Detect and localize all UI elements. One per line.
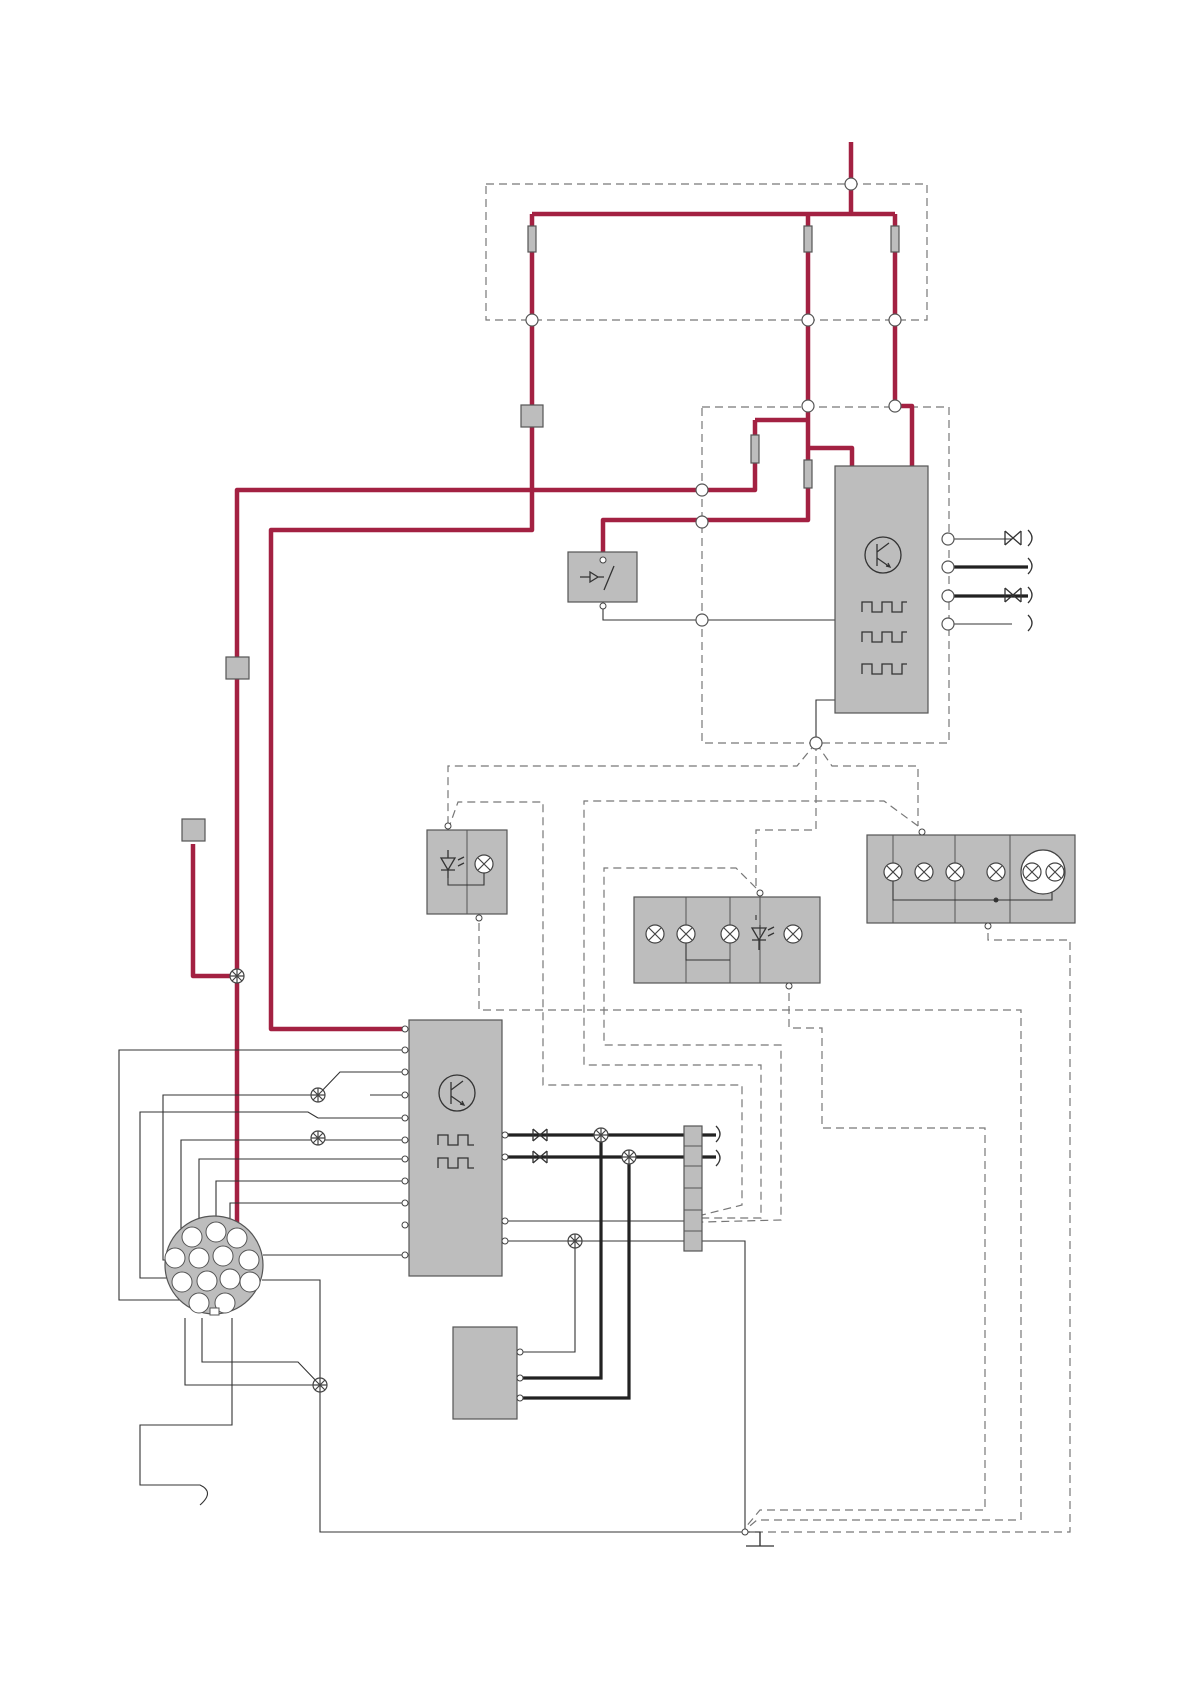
pin-node (502, 1218, 508, 1224)
pin-node (402, 1200, 408, 1206)
fan-icon (1005, 530, 1032, 631)
output-node (942, 590, 954, 602)
pin-node (402, 1115, 408, 1121)
socket-pin-icon (172, 1272, 192, 1292)
socket-pin-icon (220, 1269, 240, 1289)
pin-node (919, 829, 925, 835)
lamp-icon (987, 863, 1005, 881)
pin-node (600, 603, 606, 609)
brake-switch (568, 552, 637, 609)
junction-node (845, 178, 857, 190)
socket-pin-icon (189, 1248, 209, 1268)
relay-module (696, 400, 1032, 749)
socket-pin-icon (197, 1271, 217, 1291)
pin-node (517, 1395, 523, 1401)
lamp-icon (915, 863, 933, 881)
fuse-box-border (486, 184, 927, 320)
pin-node (517, 1349, 523, 1355)
lamp-icon (721, 925, 739, 943)
relay-fuse-icon (804, 460, 812, 488)
pin-node (402, 1222, 408, 1228)
pin-node (786, 983, 792, 989)
socket-pin-icon (240, 1272, 260, 1292)
junction-node (696, 614, 708, 626)
pin-node (476, 915, 482, 921)
lamp-icon (1023, 863, 1041, 881)
pin-node (402, 1178, 408, 1184)
connector-icon (182, 819, 205, 841)
pin-node (402, 1156, 408, 1162)
pin-node (600, 557, 606, 563)
socket-pin-icon (206, 1222, 226, 1242)
junction-node (802, 314, 814, 326)
connector-icon (226, 657, 249, 679)
junction-node (526, 314, 538, 326)
junction-node (696, 516, 708, 528)
pin-node (517, 1375, 523, 1381)
left-lamp-cluster (427, 823, 507, 921)
terminal-strip (684, 1126, 720, 1251)
pin-node (402, 1069, 408, 1075)
output-node (942, 618, 954, 630)
lamp-icon (646, 925, 664, 943)
lamp-icon (1046, 863, 1064, 881)
relay-unit (835, 466, 928, 713)
pin-node (502, 1238, 508, 1244)
pin-node (402, 1092, 408, 1098)
socket-key (210, 1308, 219, 1315)
fuse-icon (891, 226, 899, 252)
pin-node (402, 1047, 408, 1053)
center-lamp-cluster (634, 890, 820, 989)
lamp-icon (677, 925, 695, 943)
junction-dot (994, 898, 999, 903)
lamp-icon (946, 863, 964, 881)
pin-node (985, 923, 991, 929)
fuse-icon (528, 226, 536, 252)
fuse-icon (804, 226, 812, 252)
pin-node (445, 823, 451, 829)
junction-node (802, 400, 814, 412)
ground-icon (746, 1532, 774, 1546)
right-lamp-cluster (867, 829, 1075, 929)
connector-icon (521, 405, 543, 427)
socket-pin-icon (189, 1293, 209, 1313)
output-node (942, 533, 954, 545)
junction-node (696, 484, 708, 496)
pin-node (402, 1137, 408, 1143)
trailer-socket (165, 1216, 263, 1315)
lamp-icon (475, 855, 493, 873)
output-node (942, 561, 954, 573)
pin-node (502, 1132, 508, 1138)
junction-node (889, 314, 901, 326)
power-wires (193, 142, 912, 1238)
socket-pin-icon (213, 1246, 233, 1266)
socket-pin-icon (165, 1248, 185, 1268)
socket-pin-icon (239, 1250, 259, 1270)
diagnostic-unit (453, 1327, 523, 1419)
pin-node (402, 1252, 408, 1258)
pin-node (757, 890, 763, 896)
relay-fuse-icon (751, 435, 759, 463)
pin-node (402, 1026, 408, 1032)
fuse-box (526, 178, 901, 326)
lamp-icon (784, 925, 802, 943)
socket-pin-icon (227, 1228, 247, 1248)
junction-node (810, 737, 822, 749)
socket-pin-icon (182, 1227, 202, 1247)
lamp-icon (884, 863, 902, 881)
pin-node (502, 1154, 508, 1160)
trailer-module (402, 1020, 508, 1276)
junction-node (889, 400, 901, 412)
